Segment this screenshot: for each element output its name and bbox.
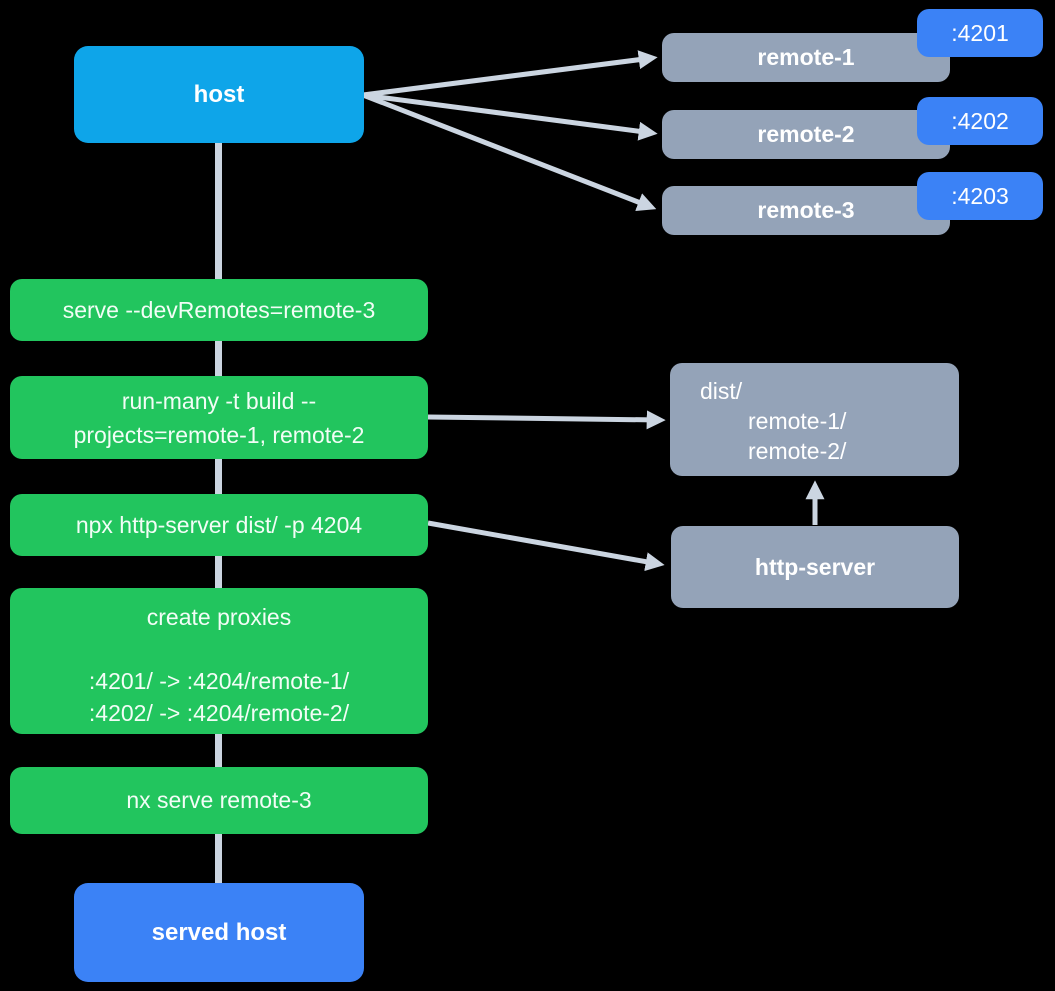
- command-create-proxies: create proxies :4201/ -> :4204/remote-1/…: [10, 588, 428, 734]
- command-nx-serve-remote-3: nx serve remote-3: [10, 767, 428, 834]
- node-remote-2: remote-2: [662, 110, 950, 159]
- node-http-server: http-server: [671, 526, 959, 608]
- host-label: host: [193, 80, 245, 108]
- http-server-label: http-server: [754, 553, 876, 580]
- port-badge-4203: :4203: [917, 172, 1043, 220]
- create-proxies-mapping-2: :4202/ -> :4204/remote-2/: [88, 700, 350, 726]
- node-served-host: served host: [74, 883, 364, 982]
- command-npx-http-server-text: npx http-server dist/ -p 4204: [75, 511, 363, 538]
- edge-host-to-remote-2: [362, 92, 658, 141]
- port-badge-4202: :4202: [917, 97, 1043, 145]
- edge-npx-to-http-server: [427, 520, 665, 572]
- node-dist-folder: dist/ remote-1/ remote-2/: [670, 363, 959, 476]
- dist-folder-remote-1: remote-1/: [748, 408, 847, 434]
- node-remote-1: remote-1: [662, 33, 950, 82]
- dist-folder-remote-2: remote-2/: [748, 438, 847, 464]
- port-badge-4202-label: :4202: [951, 107, 1009, 134]
- create-proxies-title: create proxies: [146, 604, 292, 630]
- command-run-many-build-line-1: run-many -t build --: [121, 387, 317, 414]
- remote-1-label: remote-1: [757, 44, 855, 70]
- create-proxies-spacer: [10, 633, 428, 665]
- edge-host-to-remote-1: [362, 50, 658, 98]
- port-badge-4201-label: :4201: [951, 19, 1009, 46]
- remote-2-label: remote-2: [757, 121, 855, 147]
- command-run-many-build: run-many -t build -- projects=remote-1, …: [10, 376, 428, 459]
- create-proxies-mapping-1: :4201/ -> :4204/remote-1/: [88, 668, 350, 694]
- port-badge-4203-label: :4203: [951, 182, 1009, 209]
- served-host-label: served host: [151, 918, 287, 946]
- command-nx-serve-remote-3-text: nx serve remote-3: [126, 787, 312, 813]
- port-badge-4201: :4201: [917, 9, 1043, 57]
- edge-host-to-remote-3: [362, 92, 657, 212]
- dist-folder-root: dist/: [700, 378, 743, 404]
- edge-runmany-to-dist: [427, 410, 666, 430]
- node-host: host: [74, 46, 364, 143]
- command-serve-devremotes-text: serve --devRemotes=remote-3: [62, 296, 376, 323]
- remote-3-label: remote-3: [757, 197, 855, 223]
- command-npx-http-server: npx http-server dist/ -p 4204: [10, 494, 428, 556]
- node-remote-3: remote-3: [662, 186, 950, 235]
- command-run-many-build-line-2: projects=remote-1, remote-2: [73, 421, 365, 448]
- command-serve-devremotes: serve --devRemotes=remote-3: [10, 279, 428, 341]
